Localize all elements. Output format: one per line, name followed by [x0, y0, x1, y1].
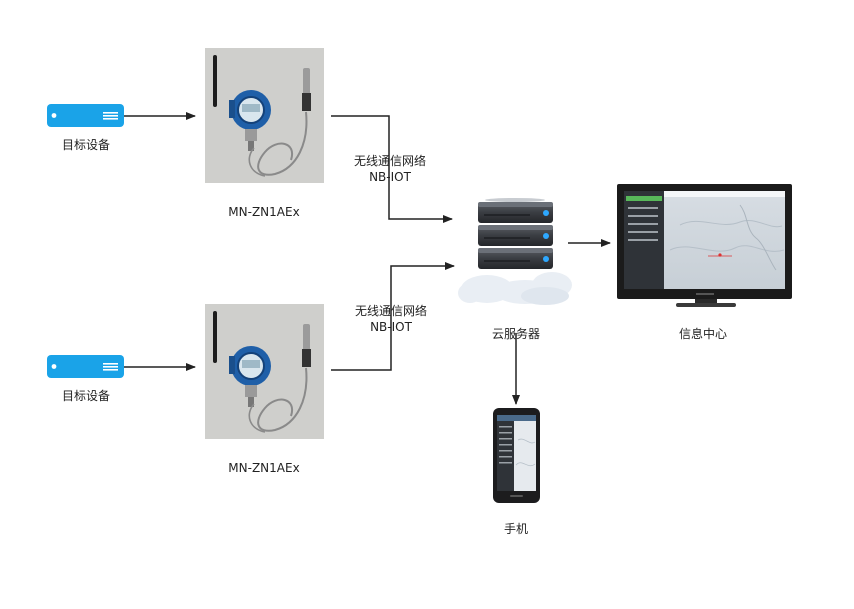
target-device-top-label: 目标设备 — [61, 138, 111, 152]
network-bottom-line2: NB-IOT — [370, 320, 412, 334]
transmitter-photo-top-icon — [205, 48, 324, 183]
monitor-icon — [617, 184, 792, 307]
network-bottom-line1: 无线通信网络 — [354, 304, 428, 318]
info-center-label: 信息中心 — [678, 327, 728, 341]
target-device-bottom-icon — [47, 355, 124, 378]
target-device-bottom-label: 目标设备 — [61, 389, 111, 403]
phone-label: 手机 — [503, 522, 529, 536]
network-bottom-label: 无线通信网络 NB-IOT — [355, 303, 427, 335]
cloud-server-icon — [458, 198, 572, 305]
target-device-top-icon — [47, 104, 124, 127]
connector-sensor-top-to-cloud — [331, 115, 453, 223]
sensor-bottom-label: MN-ZN1AEx — [228, 461, 300, 475]
network-top-line1: 无线通信网络 — [353, 154, 427, 168]
transmitter-photo-bottom-icon — [205, 304, 324, 439]
network-top-line2: NB-IOT — [369, 170, 411, 184]
network-top-label: 无线通信网络 NB-IOT — [354, 153, 426, 185]
connector-sensor-bottom-to-cloud — [331, 262, 455, 371]
cloud-server-label: 云服务器 — [491, 327, 541, 341]
smartphone-icon — [493, 408, 540, 503]
sensor-top-label: MN-ZN1AEx — [228, 205, 300, 219]
